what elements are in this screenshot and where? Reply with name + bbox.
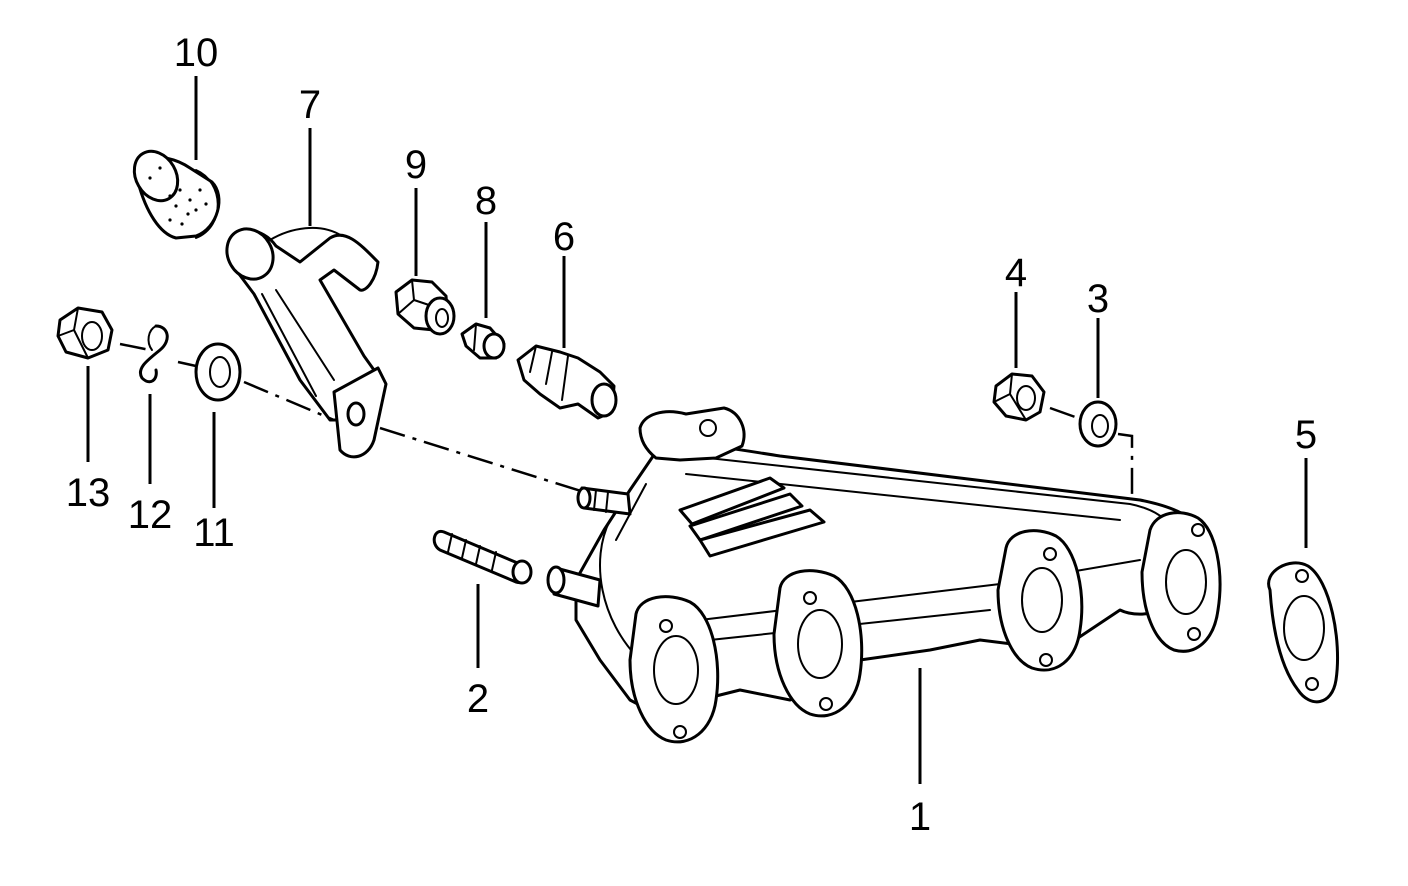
part-3-washer	[1078, 400, 1118, 448]
callout-2: 2	[467, 677, 489, 721]
manifold-port-3	[996, 529, 1084, 672]
part-12-spring-washer	[139, 324, 169, 384]
callout-13: 13	[66, 471, 111, 515]
callout-12: 12	[128, 493, 173, 537]
callout-5: 5	[1295, 413, 1317, 457]
part-11-washer	[194, 342, 242, 402]
part-1-exhaust-manifold	[546, 406, 1222, 744]
callout-9: 9	[405, 143, 427, 187]
manifold-port-2	[772, 569, 864, 718]
manifold-port-4	[1140, 511, 1222, 653]
part-4-nut	[992, 372, 1046, 422]
callout-11: 11	[193, 511, 235, 555]
part-8-olive	[460, 322, 506, 360]
callout-8: 8	[475, 179, 497, 223]
alignment-lines	[119, 342, 1134, 500]
callout-10: 10	[174, 31, 219, 75]
manifold-port-1	[628, 595, 720, 744]
part-9-union-nut	[394, 278, 456, 336]
callout-6: 6	[553, 215, 575, 259]
callout-labels: 10 7 9 8 6 4 3 5 13 12 11 2 1	[66, 31, 1317, 839]
part-2-stud	[432, 529, 533, 585]
callout-1: 1	[909, 795, 931, 839]
part-7-pipe-bracket	[225, 226, 388, 459]
part-10-strainer	[132, 149, 221, 240]
leader-lines	[86, 76, 1308, 784]
callout-4: 4	[1005, 251, 1027, 295]
callout-7: 7	[299, 83, 321, 127]
part-13-hex-nut	[56, 306, 114, 360]
part-5-gasket	[1267, 561, 1340, 704]
callout-3: 3	[1087, 277, 1109, 321]
part-6-connector	[516, 344, 618, 420]
